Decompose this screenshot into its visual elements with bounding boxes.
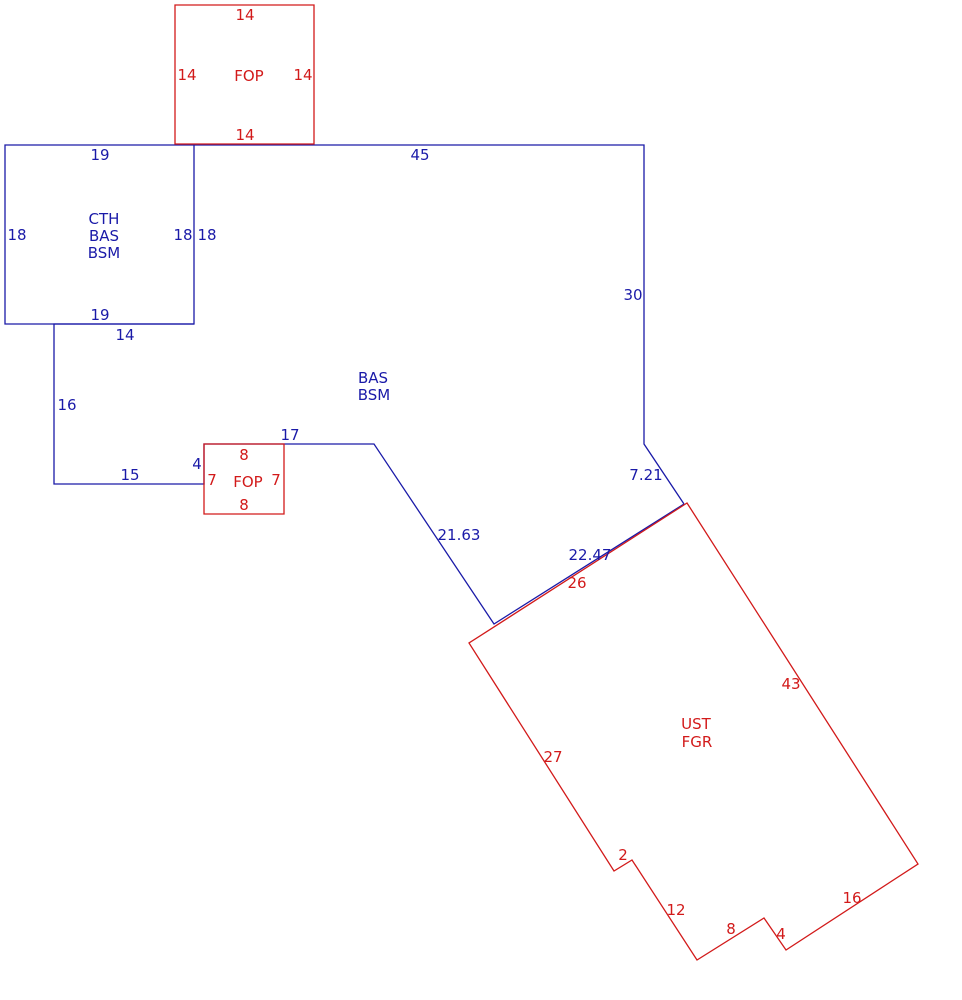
garage-code-1: UST xyxy=(681,715,712,733)
main-dim-17: 17 xyxy=(280,426,299,444)
main-dim-21-63: 21.63 xyxy=(438,526,481,544)
main-code-1: BAS xyxy=(358,369,388,387)
garage-dim-27: 27 xyxy=(543,748,562,766)
fop-small-side-top: 8 xyxy=(239,446,249,464)
main-dim-15: 15 xyxy=(120,466,139,484)
garage-dim-4: 4 xyxy=(776,925,786,943)
fop-small-code: FOP xyxy=(233,473,262,491)
garage-dim-12: 12 xyxy=(666,901,685,919)
fop-top-side-bottom: 14 xyxy=(235,126,254,144)
garage-dim-26: 26 xyxy=(567,574,586,592)
main-house-outline xyxy=(194,144,685,505)
garage-code-2: FGR xyxy=(682,733,713,751)
main-dim-7-21: 7.21 xyxy=(629,466,662,484)
fop-small-side-right: 7 xyxy=(271,471,281,489)
cth-code-2: BAS xyxy=(89,227,119,245)
main-dim-16: 16 xyxy=(57,396,76,414)
fop-small-outline xyxy=(203,443,285,515)
main-dim-14: 14 xyxy=(115,326,134,344)
fop-small-side-left: 7 xyxy=(207,471,217,489)
garage-dim-8: 8 xyxy=(726,920,736,938)
garage-dim-2: 2 xyxy=(618,846,628,864)
main-dim-22-47: 22.47 xyxy=(569,546,612,564)
main-dim-18: 18 xyxy=(197,226,216,244)
garage-outline xyxy=(468,502,919,961)
main-dim-30: 30 xyxy=(623,286,642,304)
fop-top-code: FOP xyxy=(234,67,263,85)
fop-top-side-top: 14 xyxy=(235,6,254,24)
fop-small-side-bottom: 8 xyxy=(239,496,249,514)
cth-code-1: CTH xyxy=(89,210,120,228)
cth-code-3: BSM xyxy=(88,244,121,262)
garage-dim-43: 43 xyxy=(781,675,800,693)
main-dim-4: 4 xyxy=(192,455,202,473)
fop-top-outline xyxy=(174,4,315,145)
main-code-2: BSM xyxy=(358,386,391,404)
cth-side-bottom: 19 xyxy=(90,306,109,324)
cth-side-left: 18 xyxy=(7,226,26,244)
main-dim-45: 45 xyxy=(410,146,429,164)
fop-top-side-right: 14 xyxy=(293,66,312,84)
fop-top-side-left: 14 xyxy=(177,66,196,84)
cth-side-top: 19 xyxy=(90,146,109,164)
cth-side-right: 18 xyxy=(173,226,192,244)
garage-dim-16: 16 xyxy=(842,889,861,907)
